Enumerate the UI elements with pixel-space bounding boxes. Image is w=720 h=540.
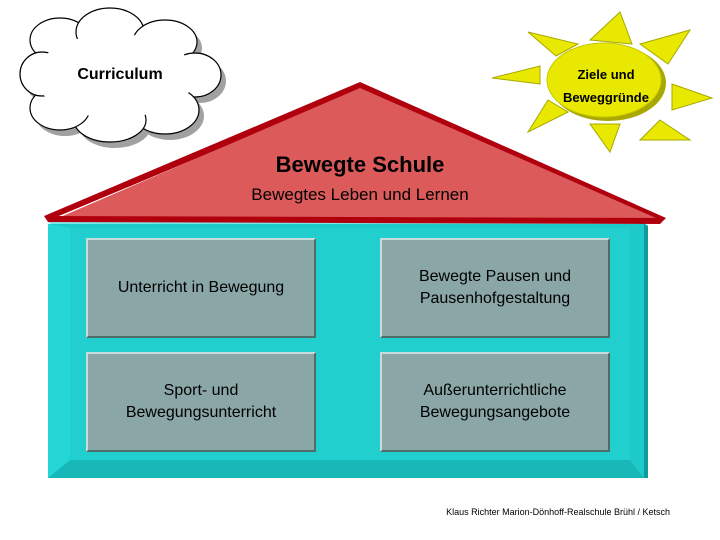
roof-subtitle: Bewegtes Leben und Lernen [180, 185, 540, 205]
room-pausen-label: Bewegte Pausen und Pausenhofgestaltung [419, 266, 571, 310]
room-sport-label: Sport- und Bewegungsunterricht [126, 380, 276, 424]
curriculum-label: Curriculum [50, 66, 190, 84]
sun-label: Ziele und Beweggründe [556, 63, 656, 109]
room-pausen-line-1: Bewegte Pausen und [419, 266, 571, 288]
room-ausserunterrichtlich-line-2: Bewegungsangebote [420, 402, 570, 424]
room-unterricht-label: Unterricht in Bewegung [118, 277, 284, 299]
room-unterricht: Unterricht in Bewegung [86, 238, 316, 338]
sun-label-line-1: Ziele und [556, 63, 656, 86]
roof-title: Bewegte Schule [180, 152, 540, 178]
room-pausen: Bewegte Pausen und Pausenhofgestaltung [380, 238, 610, 338]
room-ausserunterrichtlich: Außerunterrichtliche Bewegungsangebote [380, 352, 610, 452]
room-ausserunterrichtlich-label: Außerunterrichtliche Bewegungsangebote [420, 380, 570, 424]
sun-label-line-2: Beweggründe [556, 86, 656, 109]
room-unterricht-line-1: Unterricht in Bewegung [118, 277, 284, 299]
room-sport-line-1: Sport- und [126, 380, 276, 402]
room-sport: Sport- und Bewegungsunterricht [86, 352, 316, 452]
room-pausen-line-2: Pausenhofgestaltung [419, 288, 571, 310]
room-sport-line-2: Bewegungsunterricht [126, 402, 276, 424]
room-ausserunterrichtlich-line-1: Außerunterrichtliche [420, 380, 570, 402]
author-footer: Klaus Richter Marion-Dönhoff-Realschule … [380, 507, 670, 517]
